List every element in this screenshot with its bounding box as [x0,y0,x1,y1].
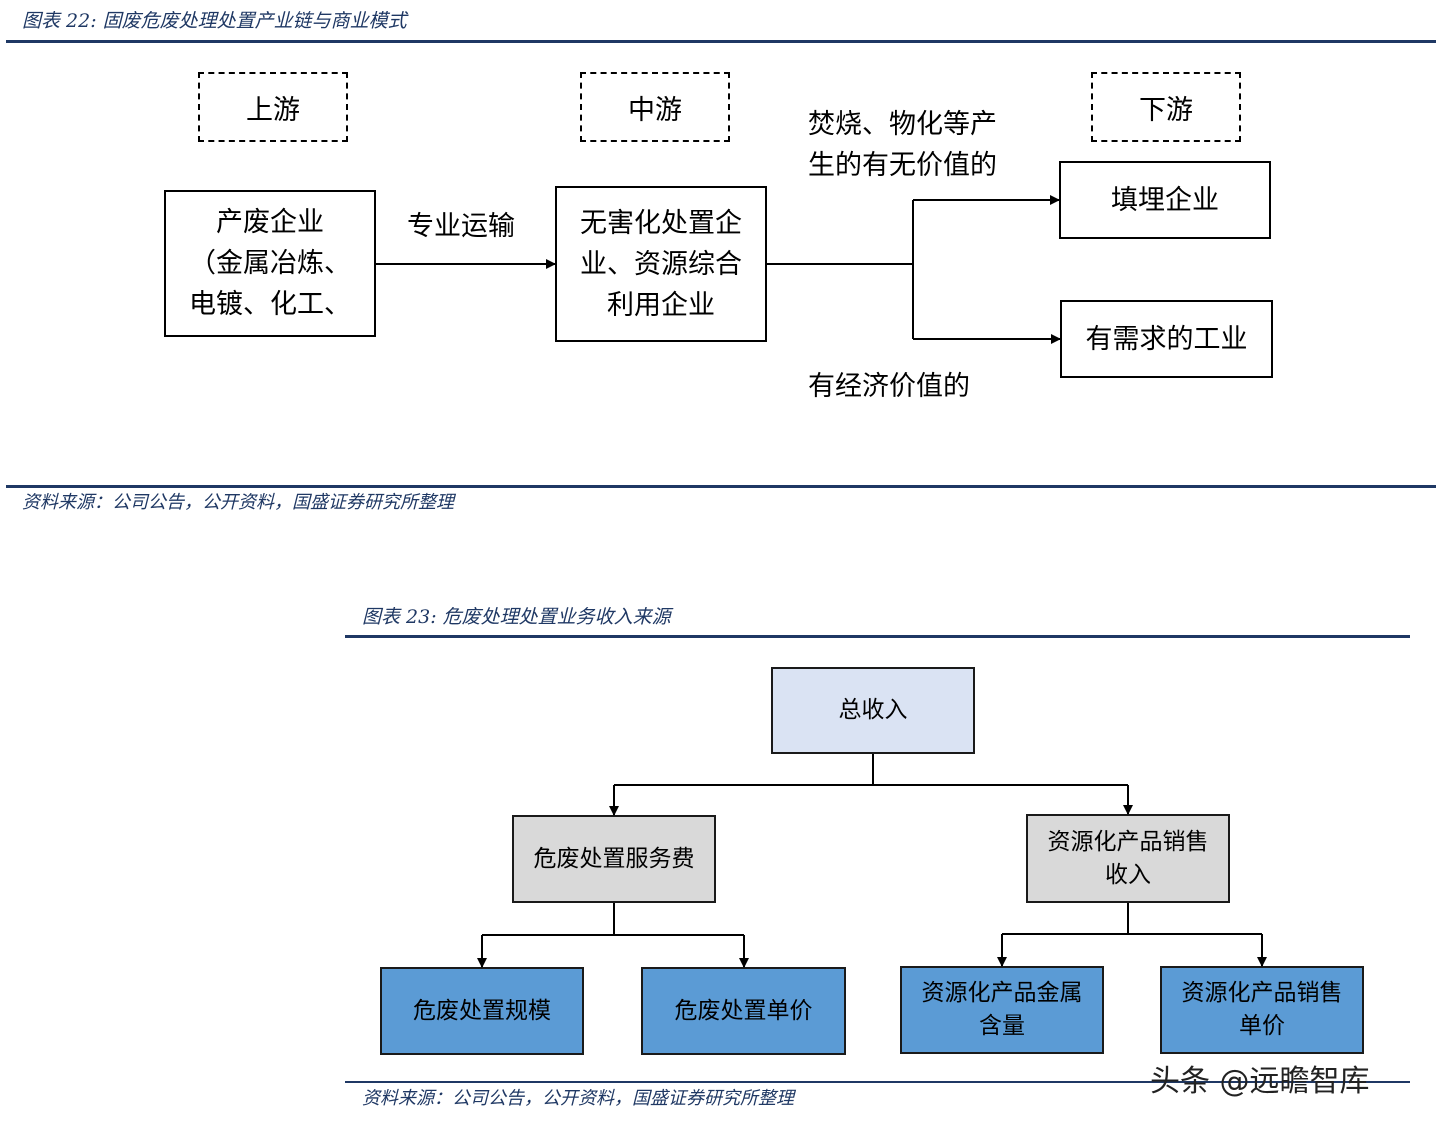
incineration-line-2: 生的有无价值的 [808,150,997,181]
midstream-text: 中游 [628,94,682,126]
resource-sales-line-1: 资源化产品销售 [1047,828,1209,855]
incineration-line-1: 焚烧、物化等产 [808,109,997,140]
upstream-stage-label: 上游 [198,72,348,142]
industrial-demand-box: 有需求的工业 [1060,300,1273,378]
disposal-service-fee-node: 危废处置服务费 [512,815,716,903]
service-fee-text: 危废处置服务费 [533,845,695,872]
unit-price-text: 危废处置单价 [674,997,813,1024]
processor-line-3: 利用企业 [607,289,715,321]
transport-label: 专业运输 [407,211,515,242]
industry-text: 有需求的工业 [1085,323,1248,355]
economic-value-label: 有经济价值的 [808,371,970,402]
sales-price-line-2: 单价 [1239,1013,1285,1039]
upstream-text: 上游 [246,94,300,126]
downstream-stage-label: 下游 [1091,72,1241,142]
landfill-text: 填埋企业 [1111,184,1219,216]
disposal-scale-node: 危废处置规模 [380,967,584,1055]
waste-producer-box: 产废企业 （金属冶炼、 电镀、化工、 [164,190,376,337]
total-revenue-text: 总收入 [838,697,908,723]
figure-22-caption: 图表 22: 固废危废处理处置产业链与商业模式 [22,10,407,32]
figure-22-bottom-rule [6,485,1436,488]
disposal-processor-box: 无害化处置企 业、资源综合 利用企业 [555,186,767,342]
downstream-text: 下游 [1139,94,1193,126]
metal-content-node: 资源化产品金属 含量 [900,966,1104,1054]
landfill-box: 填埋企业 [1059,161,1271,239]
watermark: 头条 @远瞻智库 [1150,1064,1370,1099]
scale-text: 危废处置规模 [413,997,551,1024]
metal-content-line-2: 含量 [979,1013,1025,1039]
producer-line-3: 电镀、化工、 [189,289,351,320]
figure-23-top-rule [345,635,1410,638]
disposal-unit-price-node: 危废处置单价 [641,967,846,1055]
midstream-stage-label: 中游 [580,72,730,142]
producer-line-2: （金属冶炼、 [189,248,351,279]
sales-price-line-1: 资源化产品销售 [1181,980,1343,1006]
resource-sales-line-2: 收入 [1105,861,1151,888]
figure-23-bottom-rule [345,1081,1410,1083]
figure-23-source: 资料来源：公司公告，公开资料，国盛证券研究所整理 [362,1088,794,1109]
figure-22-top-rule [6,40,1436,43]
figure-22-source: 资料来源：公司公告，公开资料，国盛证券研究所整理 [22,492,454,513]
processor-line-2: 业、资源综合 [580,248,742,280]
incineration-label: 焚烧、物化等产 生的有无价值的 [808,104,997,186]
figure-23-caption: 图表 23: 危废处理处置业务收入来源 [362,606,671,628]
product-sales-price-node: 资源化产品销售 单价 [1160,966,1364,1054]
resource-product-sales-node: 资源化产品销售 收入 [1026,814,1230,903]
total-revenue-node: 总收入 [771,667,975,754]
metal-content-line-1: 资源化产品金属 [921,980,1083,1006]
processor-line-1: 无害化处置企 [580,207,742,239]
producer-line-1: 产废企业 [216,207,324,238]
